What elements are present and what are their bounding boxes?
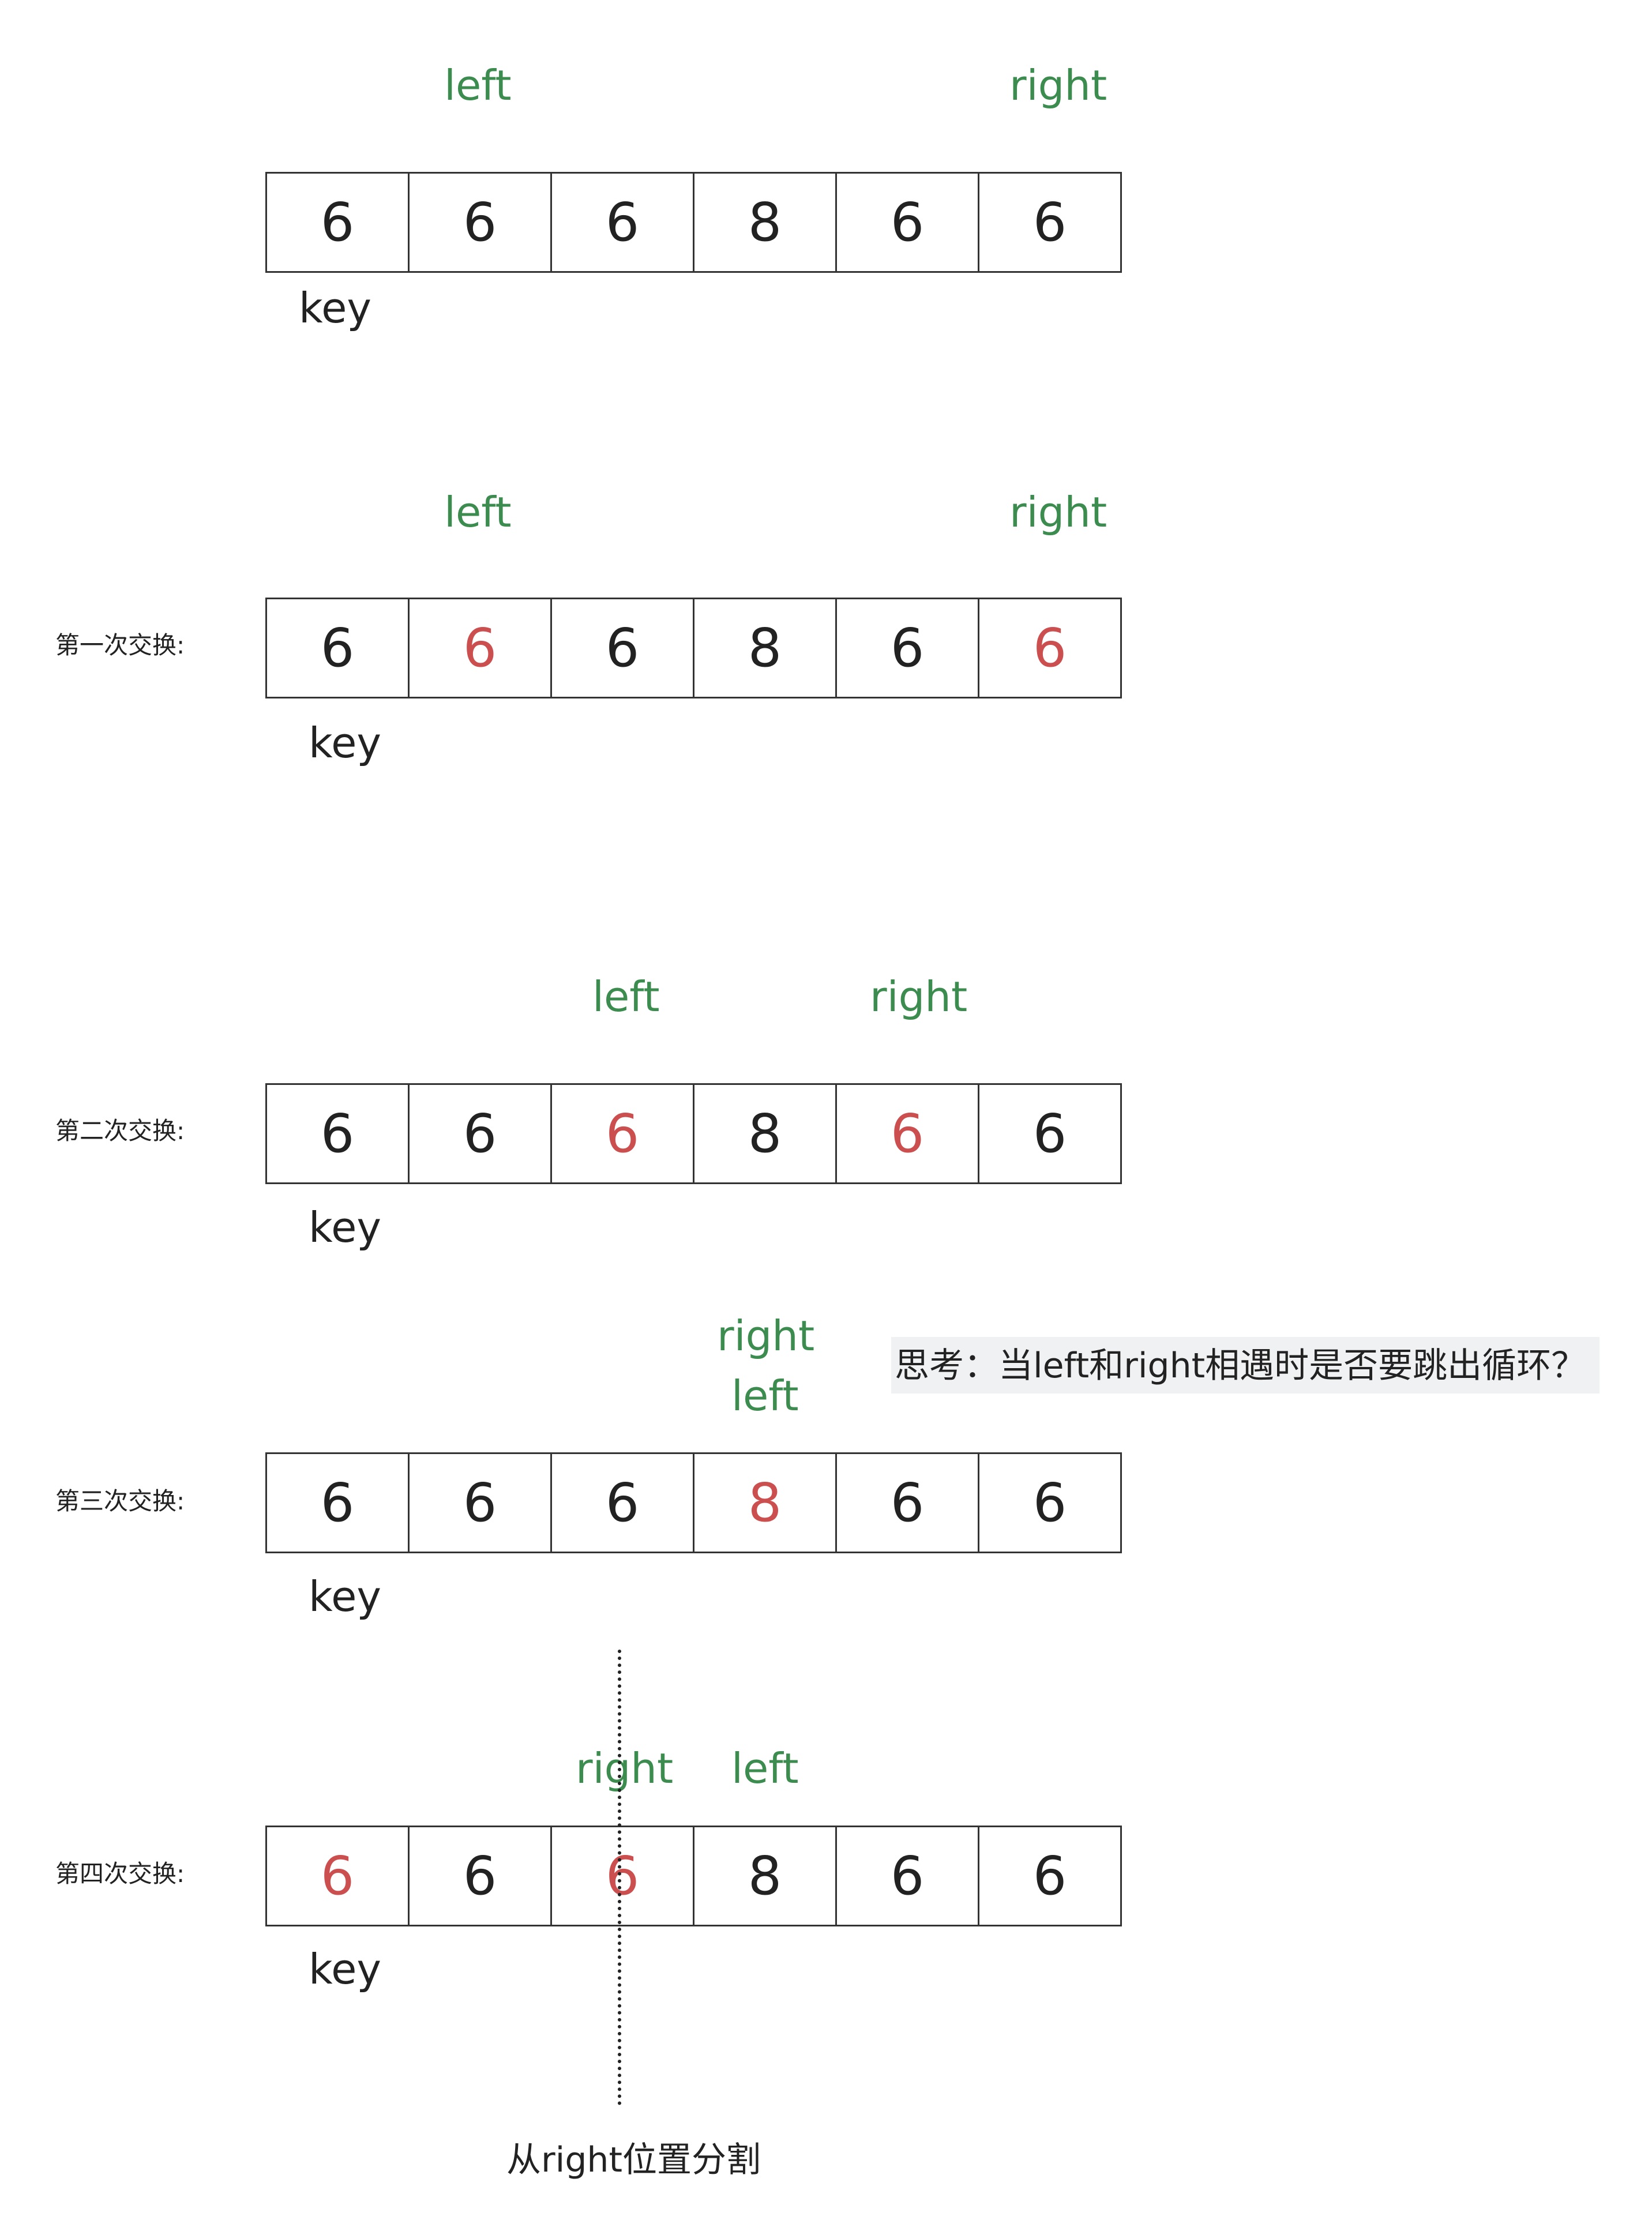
array-cell: 6: [410, 1454, 552, 1552]
step-label-4: 第四次交换:: [55, 1860, 185, 1888]
array-row-step-1: 6 6 6 8 6 6: [265, 598, 1122, 698]
array-cell: 6: [1032, 1103, 1067, 1165]
array-cell: 6: [267, 599, 410, 697]
array-cell: 6: [410, 599, 552, 697]
array-cell: 6: [837, 174, 979, 271]
array-cell: 6: [552, 1085, 694, 1182]
array-cell: 6: [552, 1454, 694, 1552]
step-label-1: 第一次交换:: [55, 631, 185, 659]
left-pointer-step-1: left: [444, 488, 512, 536]
array-cell: 6: [837, 599, 979, 697]
array-cell: 6: [1032, 1845, 1067, 1907]
array-cell: 6: [552, 1827, 694, 1925]
right-pointer-step-2: right: [870, 972, 968, 1021]
left-pointer-step-4: left: [731, 1744, 799, 1793]
step-label-3: 第三次交换:: [55, 1487, 185, 1515]
left-pointer-step-0: left: [444, 61, 512, 110]
array-cell: 8: [694, 1085, 837, 1182]
right-pointer-step-0: right: [1009, 61, 1107, 110]
array-cell: 6: [552, 174, 694, 271]
array-cell: 8: [694, 1827, 837, 1925]
split-dotted-line: [618, 1650, 621, 2105]
array-cell: 6: [410, 1085, 552, 1182]
array-cell: 6: [837, 1827, 979, 1925]
array-cell: 6: [267, 1085, 410, 1182]
array-cell: 6: [837, 1085, 979, 1182]
array-row-step-2: 6 6 6 8 6 6: [265, 1083, 1122, 1184]
split-caption: 从right位置分割: [506, 2140, 761, 2180]
array-cell: 8: [694, 174, 837, 271]
key-label-step-4: key: [309, 1945, 382, 1993]
array-cell: 8: [694, 599, 837, 697]
array-cell: 6: [837, 1454, 979, 1552]
array-cell: 6: [267, 1454, 410, 1552]
right-pointer-step-1: right: [1009, 488, 1107, 536]
array-cell: 6: [410, 1827, 552, 1925]
key-label-step-3: key: [309, 1572, 382, 1621]
array-cell: 6: [1032, 191, 1067, 253]
key-label-step-0: key: [299, 284, 372, 332]
thinking-note: 思考：当left和right相遇时是否要跳出循环？: [891, 1337, 1600, 1394]
right-pointer-step-3: right: [717, 1312, 815, 1360]
step-label-2: 第二次交换:: [55, 1117, 185, 1145]
array-row-step-3: 6 6 6 8 6 6: [265, 1452, 1122, 1553]
array-row-step-0: 6 6 6 8 6 6: [265, 172, 1122, 273]
array-cell: 8: [694, 1454, 837, 1552]
key-label-step-1: key: [309, 719, 382, 767]
array-cell: 6: [410, 174, 552, 271]
left-pointer-step-2: left: [592, 972, 660, 1021]
array-cell: 6: [267, 174, 410, 271]
key-label-step-2: key: [309, 1203, 382, 1252]
array-row-step-4: 6 6 6 8 6 6: [265, 1826, 1122, 1926]
array-cell: 6: [1032, 617, 1067, 679]
right-pointer-step-4: right: [576, 1744, 674, 1793]
left-pointer-step-3: left: [731, 1372, 799, 1420]
array-cell: 6: [1032, 1472, 1067, 1534]
array-cell: 6: [552, 599, 694, 697]
array-cell: 6: [267, 1827, 410, 1925]
